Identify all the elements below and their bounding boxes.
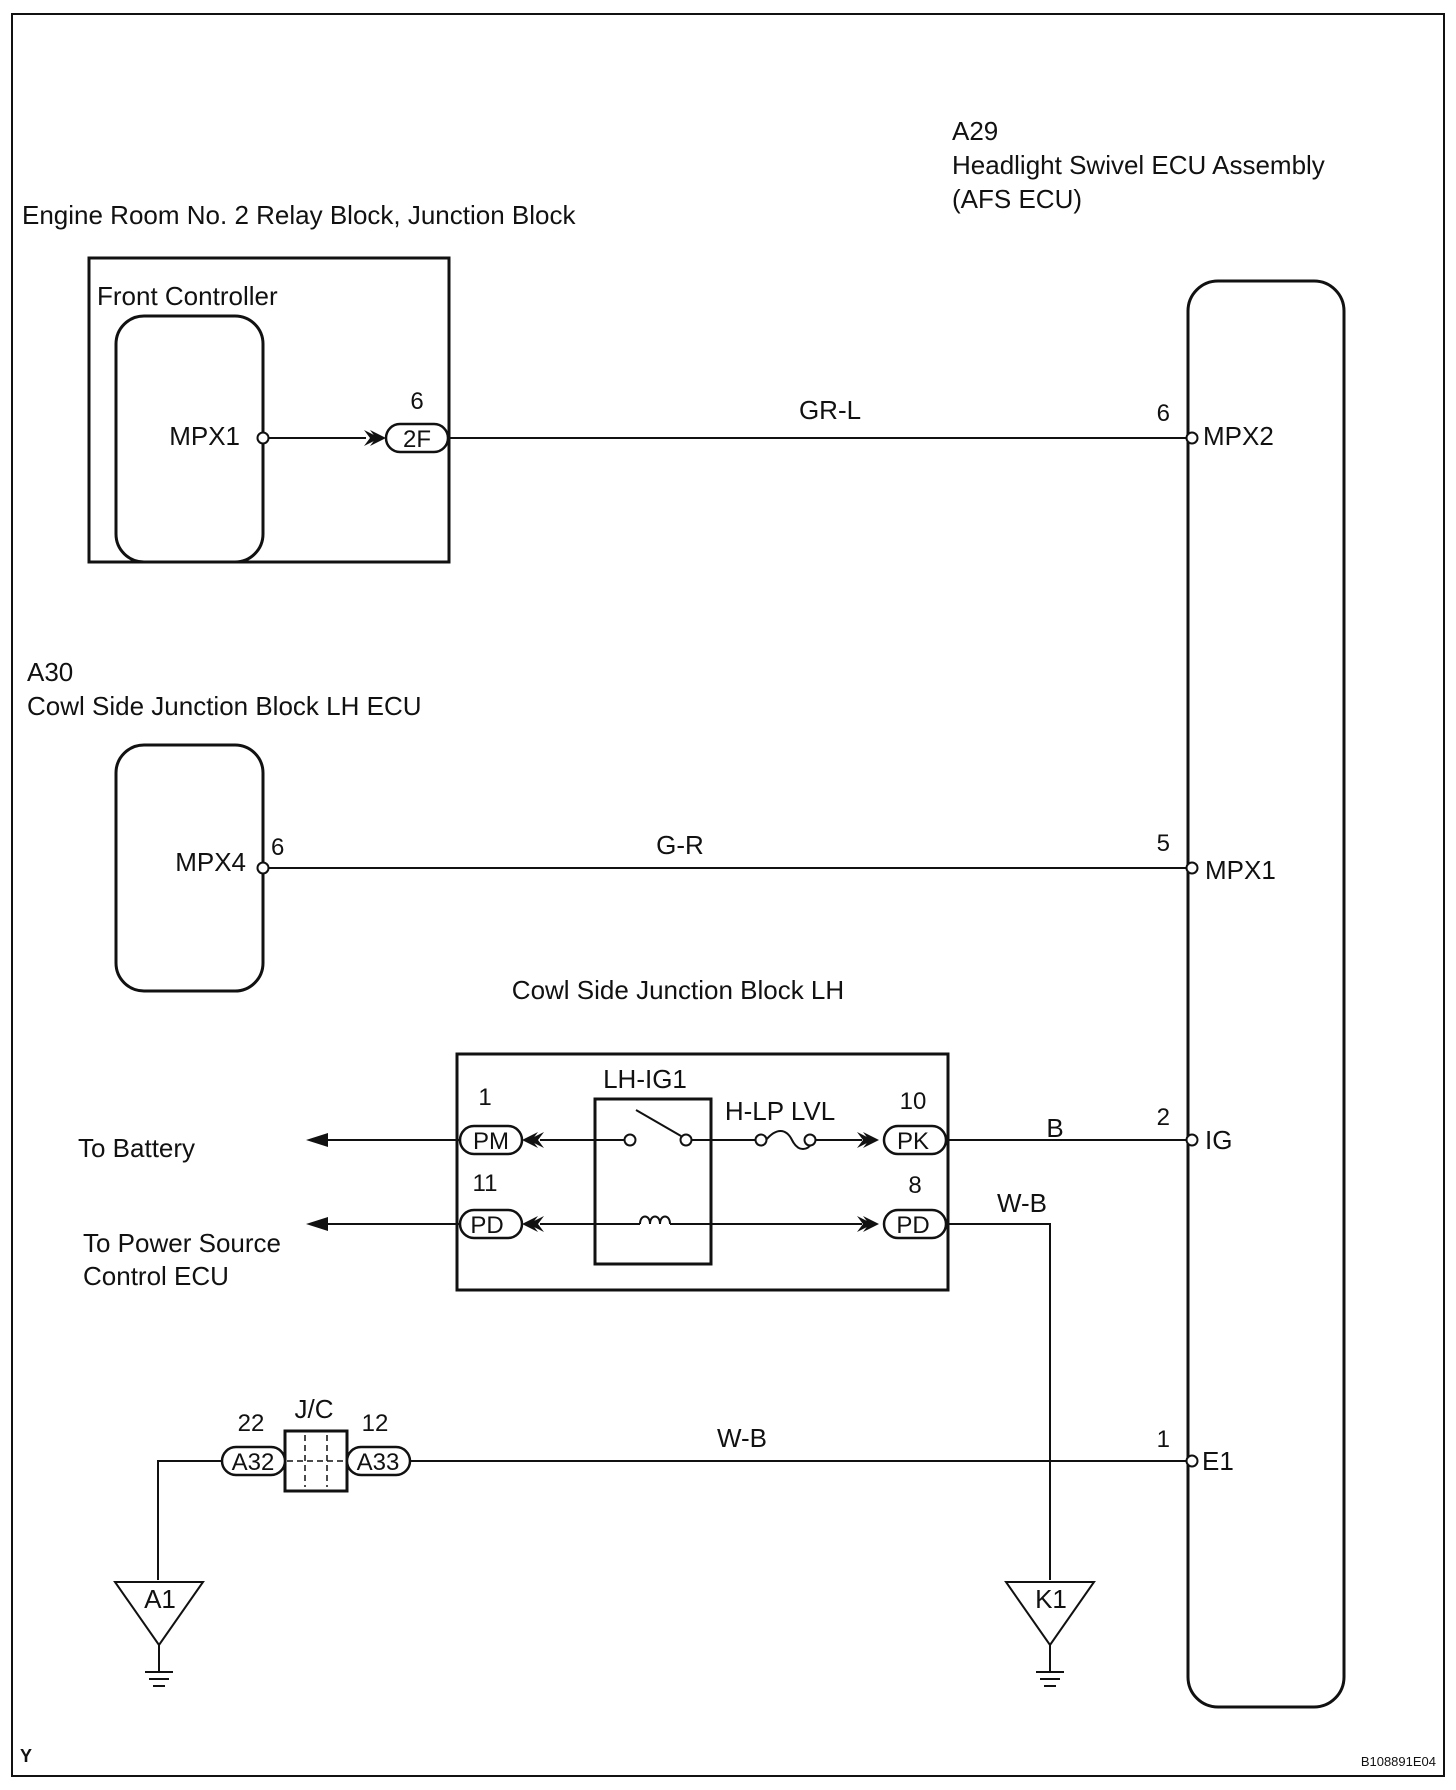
- to-battery-arrow-icon: [306, 1133, 328, 1147]
- connector-pd-right-code: PD: [896, 1212, 929, 1239]
- connector-pd-right-num: 8: [908, 1172, 921, 1199]
- ground-k1-icon: [1004, 1581, 1096, 1687]
- afs-pin-mpx1-name: MPX1: [1205, 855, 1276, 885]
- afs-pin-mpx2-terminal: [1185, 431, 1199, 445]
- afs-ecu-box: [1186, 279, 1346, 1709]
- connector-a33-num: 12: [362, 1410, 389, 1437]
- fuse-label: H-LP LVL: [725, 1096, 835, 1126]
- ground-k1-label: K1: [1035, 1584, 1067, 1614]
- figure-code: B108891E04: [1361, 1754, 1436, 1769]
- cowl-jb-box: [455, 1052, 950, 1292]
- connector-2f-arrow-icon: [364, 430, 380, 446]
- relay-switch-terminal-b: [679, 1133, 693, 1147]
- cowl-ecu-name: Cowl Side Junction Block LH ECU: [27, 691, 422, 721]
- afs-pin-e1-terminal: [1185, 1454, 1199, 1468]
- wire-b-label: B: [1046, 1113, 1063, 1143]
- cowl-ecu-pin-num: 6: [271, 834, 284, 861]
- ground-a1-label: A1: [144, 1584, 176, 1614]
- connector-pm-arrow2-icon: [528, 1132, 544, 1148]
- relay-switch-terminal-a: [623, 1133, 637, 1147]
- front-controller-title: Front Controller: [97, 281, 278, 311]
- wire-w-b-e1-label: W-B: [717, 1423, 767, 1453]
- relay-coil-icon: [639, 1215, 671, 1225]
- fuse-icon: [765, 1130, 815, 1150]
- connector-pd-left-arrow2-icon: [528, 1216, 544, 1232]
- cowl-ecu-code: A30: [27, 657, 73, 687]
- wire-g-r-label: G-R: [656, 830, 704, 860]
- afs-ecu-code: A29: [952, 116, 998, 146]
- afs-ecu-name: Headlight Swivel ECU Assembly: [952, 150, 1325, 180]
- engine-room-box: [87, 256, 451, 564]
- relay-lh-ig1-label: LH-IG1: [603, 1064, 687, 1094]
- jc-label: J/C: [295, 1394, 334, 1424]
- to-power-source-line2: Control ECU: [83, 1261, 229, 1291]
- connector-pd-left-code: PD: [470, 1212, 503, 1239]
- connector-a33-code: A33: [357, 1449, 400, 1476]
- afs-ecu-subname: (AFS ECU): [952, 184, 1082, 214]
- diagram-frame: [11, 13, 1445, 1777]
- afs-pin-mpx2-num: 6: [1157, 400, 1170, 427]
- connector-a32-num: 22: [238, 1410, 265, 1437]
- afs-pin-mpx1-terminal: [1185, 861, 1199, 875]
- connector-pk-code: PK: [897, 1128, 929, 1155]
- to-battery-label: To Battery: [78, 1133, 195, 1163]
- wire-a32-to-a1: [157, 1460, 222, 1580]
- cowl-jb-title: Cowl Side Junction Block LH: [512, 975, 844, 1005]
- connector-2f-num: 6: [410, 388, 423, 415]
- connector-a32-code: A32: [232, 1449, 275, 1476]
- ground-a1-icon: [113, 1581, 205, 1687]
- front-controller-terminal: [256, 431, 270, 445]
- cowl-ecu-terminal: [256, 861, 270, 875]
- connector-pk-arrow-icon: [857, 1132, 873, 1148]
- front-controller-pin-name: MPX1: [169, 421, 240, 451]
- afs-pin-ig-num: 2: [1157, 1104, 1170, 1131]
- connector-pm-num: 1: [478, 1084, 491, 1111]
- cowl-ecu-pin-name: MPX4: [175, 847, 246, 877]
- to-power-source-arrow-icon: [306, 1217, 328, 1231]
- afs-pin-e1-num: 1: [1157, 1426, 1170, 1453]
- wire-w-b-k1-label: W-B: [997, 1188, 1047, 1218]
- wire-w-b-k1: [946, 1223, 1051, 1580]
- afs-pin-mpx1-num: 5: [1157, 830, 1170, 857]
- connector-2f-arrow2-icon: [370, 430, 386, 446]
- connector-pk-num: 10: [900, 1088, 927, 1115]
- connector-pd-left-num: 11: [473, 1170, 498, 1197]
- connector-pd-right-arrow2-icon: [863, 1216, 879, 1232]
- afs-pin-e1-name: E1: [1202, 1446, 1234, 1476]
- afs-pin-ig-name: IG: [1205, 1125, 1232, 1155]
- relay-switch-blade-icon: [635, 1109, 682, 1137]
- fuse-terminal-b: [803, 1133, 817, 1147]
- connector-pk-arrow2-icon: [863, 1132, 879, 1148]
- engine-room-title: Engine Room No. 2 Relay Block, Junction …: [22, 200, 576, 230]
- afs-pin-ig-terminal: [1185, 1133, 1199, 1147]
- afs-pin-mpx2-name: MPX2: [1203, 421, 1274, 451]
- corner-letter: Y: [20, 1746, 32, 1766]
- fuse-terminal-a: [754, 1133, 768, 1147]
- wire-gr-l-label: GR-L: [799, 395, 861, 425]
- relay-lh-ig1-box: [593, 1097, 713, 1266]
- connector-pm-code: PM: [473, 1128, 509, 1155]
- connector-pd-right-arrow-icon: [857, 1216, 873, 1232]
- connector-2f-code: 2F: [403, 426, 431, 453]
- to-power-source-line1: To Power Source: [83, 1228, 281, 1258]
